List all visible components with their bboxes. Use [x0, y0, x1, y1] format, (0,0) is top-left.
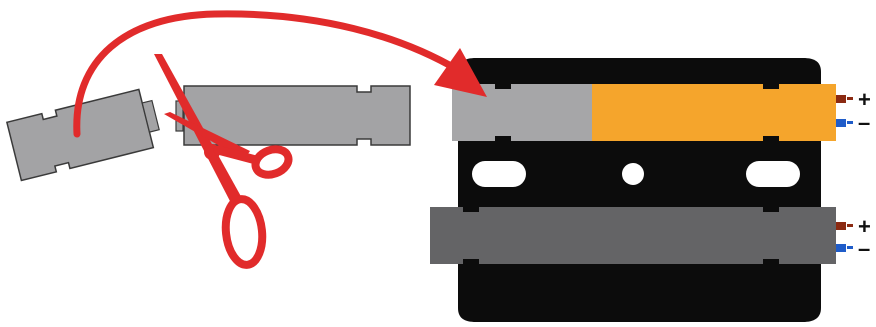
bottom-strip-notch	[463, 259, 479, 264]
scissors-shank-lower	[209, 155, 241, 205]
scissors-handle-lower	[221, 195, 267, 269]
strip-to-cut	[175, 85, 411, 146]
wire-negative-tail	[847, 121, 853, 124]
mounting-hole-center	[622, 163, 644, 185]
top-strip-notch	[763, 84, 779, 89]
mounting-slot-left	[472, 161, 526, 187]
top-strip-notch	[495, 84, 511, 89]
bottom-strip-body	[430, 207, 836, 264]
scissors-icon	[154, 54, 293, 269]
polarity-negative-label: –	[858, 110, 870, 135]
polarity-positive-label: +	[858, 87, 871, 112]
bottom-strip-wire-leads: + –	[836, 214, 871, 261]
wire-positive	[836, 222, 846, 230]
polarity-negative-label: –	[858, 236, 870, 261]
top-strip-notch	[763, 136, 779, 141]
bottom-strip-notch	[463, 207, 479, 212]
mounting-slot-right	[746, 161, 800, 187]
top-strip-notch	[495, 136, 511, 141]
wire-positive-tail	[847, 97, 853, 100]
bottom-mounted-strip	[430, 207, 836, 264]
scissors-handle-right	[251, 145, 293, 179]
scissors-shank-right	[213, 145, 261, 165]
top-mounted-strip	[452, 84, 836, 141]
wire-negative-tail	[847, 246, 853, 249]
top-strip-orange-section	[592, 84, 836, 141]
strip-long-section	[183, 85, 411, 146]
top-strip-wire-leads: + –	[836, 87, 871, 135]
wire-positive	[836, 95, 846, 103]
cut-piece-tab	[141, 99, 160, 133]
bottom-strip-notch	[763, 259, 779, 264]
arrow-path	[73, 10, 462, 138]
scissors-blade-lower	[164, 112, 250, 160]
wire-negative	[836, 119, 846, 127]
curved-arrow-icon	[73, 10, 487, 138]
arrow-head	[434, 48, 487, 97]
wire-positive-tail	[847, 224, 853, 227]
cut-off-strip-piece	[5, 88, 160, 182]
bottom-strip-notch	[763, 207, 779, 212]
wire-negative	[836, 244, 846, 252]
polarity-positive-label: +	[858, 214, 871, 239]
